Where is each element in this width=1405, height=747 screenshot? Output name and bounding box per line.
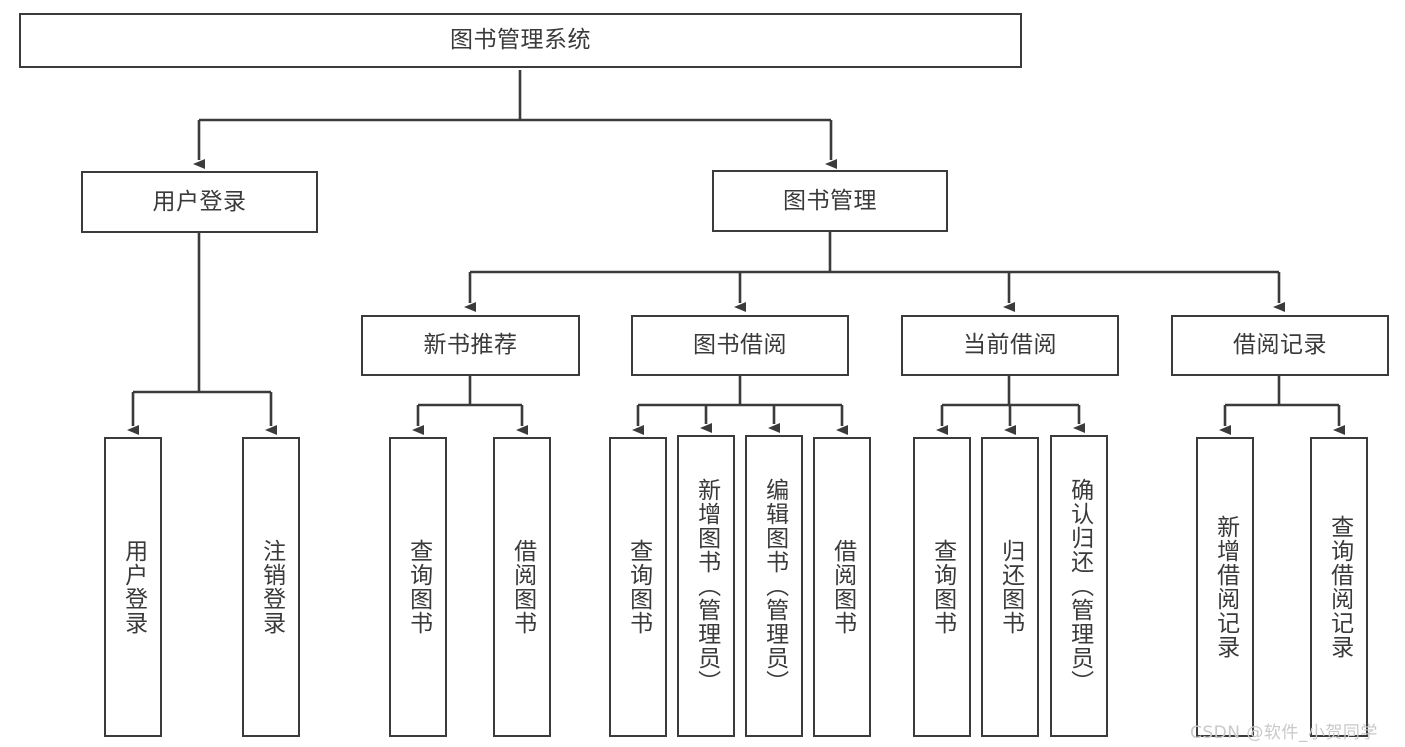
node-book-borrow-label: 图书借阅 <box>693 332 787 358</box>
leaf-logout[interactable]: 注销登录 <box>242 437 300 737</box>
leaf-borrow-edit-book-label: 编辑图书（管理员） <box>761 478 788 694</box>
node-borrow-record[interactable]: 借阅记录 <box>1171 315 1389 376</box>
leaf-record-add-record[interactable]: 新增借阅记录 <box>1196 437 1254 737</box>
leaf-borrow-borrow-book-label: 借阅图书 <box>829 539 856 635</box>
node-new-book-recommend[interactable]: 新书推荐 <box>361 315 580 376</box>
leaf-borrow-add-book-label: 新增图书（管理员） <box>693 478 720 694</box>
leaf-recommend-query-book[interactable]: 查询图书 <box>389 437 447 737</box>
leaf-borrow-edit-book[interactable]: 编辑图书（管理员） <box>745 435 803 737</box>
leaf-recommend-query-book-label: 查询图书 <box>405 539 432 635</box>
leaf-logout-label: 注销登录 <box>258 539 285 635</box>
leaf-record-add-record-label: 新增借阅记录 <box>1212 515 1239 659</box>
node-book-management[interactable]: 图书管理 <box>712 170 948 232</box>
leaf-borrow-query-book-label: 查询图书 <box>625 539 652 635</box>
node-root-label: 图书管理系统 <box>450 27 591 53</box>
node-user-login[interactable]: 用户登录 <box>81 171 318 233</box>
leaf-current-query-book-label: 查询图书 <box>929 539 956 635</box>
leaf-current-confirm-return[interactable]: 确认归还（管理员） <box>1050 435 1108 737</box>
node-current-borrow-label: 当前借阅 <box>963 332 1057 358</box>
node-book-borrow[interactable]: 图书借阅 <box>631 315 849 376</box>
leaf-borrow-add-book[interactable]: 新增图书（管理员） <box>677 435 735 737</box>
leaf-recommend-borrow-book-label: 借阅图书 <box>509 539 536 635</box>
csdn-watermark: CSDN @软件_小贺同学 <box>1190 723 1378 743</box>
leaf-current-return-book-label: 归还图书 <box>997 539 1024 635</box>
leaf-user-login[interactable]: 用户登录 <box>104 437 162 737</box>
node-root-system[interactable]: 图书管理系统 <box>19 13 1022 68</box>
node-user-login-label: 用户登录 <box>152 188 247 215</box>
node-new-book-recommend-label: 新书推荐 <box>423 332 518 358</box>
leaf-record-query-record-label: 查询借阅记录 <box>1326 515 1353 659</box>
leaf-borrow-borrow-book[interactable]: 借阅图书 <box>813 437 871 737</box>
leaf-current-query-book[interactable]: 查询图书 <box>913 437 971 737</box>
leaf-current-confirm-return-label: 确认归还（管理员） <box>1066 478 1093 694</box>
leaf-record-query-record[interactable]: 查询借阅记录 <box>1310 437 1368 737</box>
leaf-recommend-borrow-book[interactable]: 借阅图书 <box>493 437 551 737</box>
leaf-user-login-label: 用户登录 <box>120 539 147 635</box>
leaf-borrow-query-book[interactable]: 查询图书 <box>609 437 667 737</box>
node-current-borrow[interactable]: 当前借阅 <box>901 315 1119 376</box>
node-borrow-record-label: 借阅记录 <box>1233 332 1327 358</box>
node-book-management-label: 图书管理 <box>783 187 877 214</box>
leaf-current-return-book[interactable]: 归还图书 <box>981 437 1039 737</box>
